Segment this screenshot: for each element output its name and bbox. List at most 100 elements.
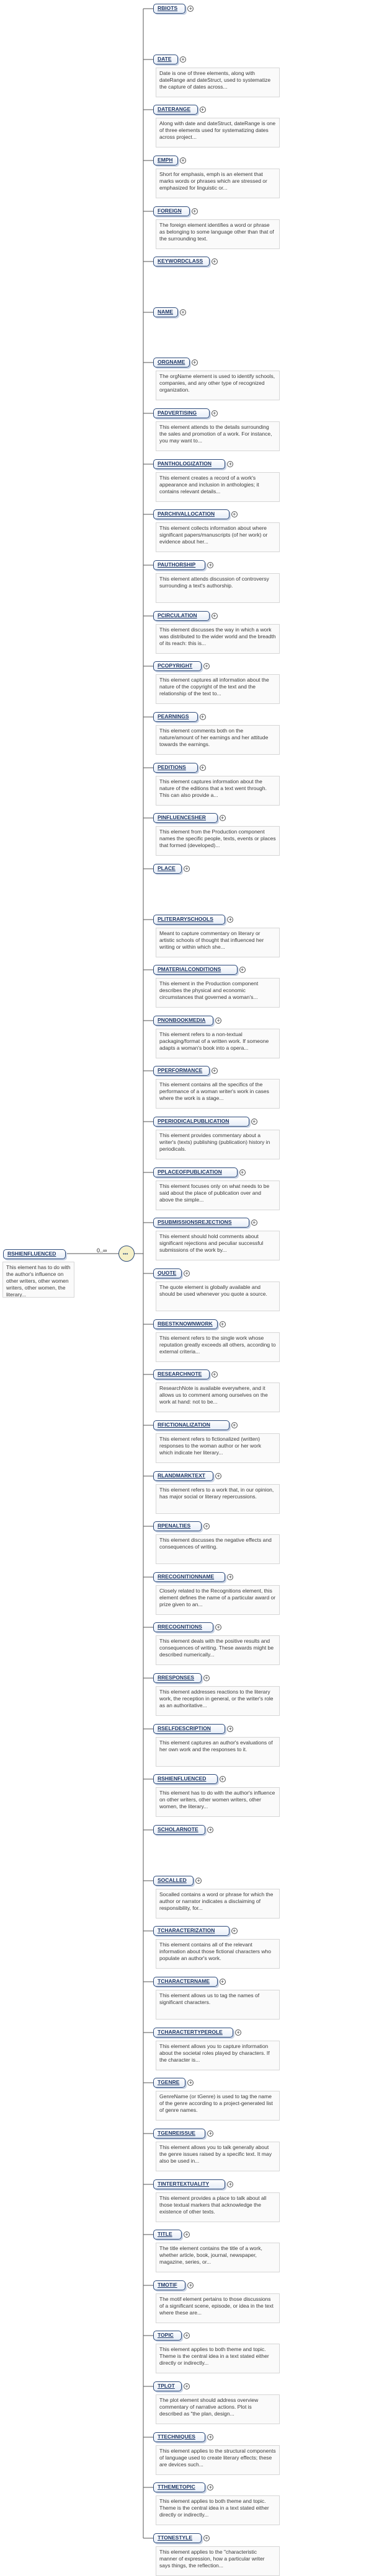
element-node-scholarnote[interactable]: SCHOLARNOTE xyxy=(153,1825,206,1835)
expand-icon[interactable]: + xyxy=(207,562,214,568)
expand-icon[interactable]: + xyxy=(215,1473,222,1479)
element-node-pearnings[interactable]: PEARNINGS xyxy=(153,712,198,722)
expand-icon[interactable]: + xyxy=(227,1726,234,1732)
expand-icon[interactable]: + xyxy=(227,2181,234,2187)
element-node-topic[interactable]: TOPIC xyxy=(153,2331,182,2341)
element-node-pcirculation[interactable]: PCIRCULATION xyxy=(153,611,210,621)
expand-icon[interactable]: + xyxy=(184,2231,190,2238)
expand-icon[interactable]: + xyxy=(215,1018,222,1024)
element-node-rshienfluenced[interactable]: RSHIENFLUENCED xyxy=(153,1774,218,1784)
element-node-rselfdescription[interactable]: RSELFDESCRIPTION xyxy=(153,1724,226,1734)
element-node-pmaterialconditions[interactable]: PMATERIALCONDITIONS xyxy=(153,965,238,975)
element-node-rrecognitions[interactable]: RRECOGNITIONS xyxy=(153,1622,214,1632)
expand-icon[interactable]: + xyxy=(184,1270,190,1277)
expand-icon[interactable]: + xyxy=(219,1776,226,1782)
expand-icon[interactable]: + xyxy=(199,765,206,771)
expand-icon[interactable]: + xyxy=(199,107,206,113)
element-node-quote[interactable]: QUOTE xyxy=(153,1268,182,1278)
expand-icon[interactable]: + xyxy=(227,1574,234,1580)
expand-icon[interactable]: + xyxy=(239,1169,246,1176)
element-node-pplaceofpublication[interactable]: PPLACEOFPUBLICATION xyxy=(153,1167,238,1177)
expand-icon[interactable]: + xyxy=(195,1878,202,1884)
expand-icon[interactable]: + xyxy=(211,613,218,619)
element-node-tcharacterization[interactable]: TCHARACTERIZATION xyxy=(153,1926,229,1936)
element-node-tmotif[interactable]: TMOTIF xyxy=(153,2280,186,2290)
element-node-tintertextuality[interactable]: TINTERTEXTUALITY xyxy=(153,2179,226,2189)
element-node-ttechniques[interactable]: TTECHNIQUES xyxy=(153,2432,206,2442)
element-node-pauthorship[interactable]: PAUTHORSHIP xyxy=(153,560,206,570)
element-node-peditions[interactable]: PEDITIONS xyxy=(153,763,198,773)
element-node-ttonestyle[interactable]: TTONESTYLE xyxy=(153,2533,202,2543)
expand-icon[interactable]: + xyxy=(239,967,246,973)
element-node-rrecognitionname[interactable]: RRECOGNITIONNAME xyxy=(153,1572,226,1582)
element-node-pnonbookmedia[interactable]: PNONBOOKMEDIA xyxy=(153,1016,214,1026)
expand-icon[interactable]: + xyxy=(211,1068,218,1074)
element-node-daterange[interactable]: DATERANGE xyxy=(153,105,198,115)
expand-icon[interactable]: + xyxy=(227,461,234,467)
expand-icon[interactable]: + xyxy=(215,1624,222,1630)
expand-icon[interactable]: + xyxy=(219,815,226,821)
expand-icon[interactable]: + xyxy=(231,1422,238,1428)
expand-icon[interactable]: + xyxy=(211,410,218,416)
expand-icon[interactable]: + xyxy=(191,208,198,214)
element-node-pliteraryschools[interactable]: PLITERARYSCHOOLS xyxy=(153,915,226,925)
element-node-keywordclass[interactable]: KEYWORDCLASS xyxy=(153,257,210,266)
expand-icon[interactable]: + xyxy=(203,663,210,669)
root-element-node[interactable]: RSHIENFLUENCED xyxy=(3,1249,66,1259)
expand-icon[interactable]: + xyxy=(231,1928,238,1934)
expand-icon[interactable]: + xyxy=(251,1119,257,1125)
element-node-psubmissionsrejections[interactable]: PSUBMISSIONSREJECTIONS xyxy=(153,1218,249,1228)
expand-icon[interactable]: + xyxy=(191,359,198,366)
expand-icon[interactable]: + xyxy=(231,511,238,517)
element-node-pcopyright[interactable]: PCOPYRIGHT xyxy=(153,661,202,671)
element-node-socalled[interactable]: SOCALLED xyxy=(153,1876,194,1886)
element-node-emph[interactable]: EMPH xyxy=(153,156,178,165)
element-node-researchnote[interactable]: RESEARCHNOTE xyxy=(153,1369,210,1379)
expand-icon[interactable]: + xyxy=(184,866,190,872)
element-node-place[interactable]: PLACE xyxy=(153,864,182,874)
element-node-tthemetopic[interactable]: TTHEMETOPIC xyxy=(153,2482,206,2492)
element-node-pinfluencesher[interactable]: PINFLUENCESHER xyxy=(153,813,218,823)
expand-icon[interactable]: + xyxy=(180,56,186,63)
element-node-orgname[interactable]: ORGNAME xyxy=(153,358,190,367)
expand-icon[interactable]: + xyxy=(184,2383,190,2389)
element-node-pperiodicalpublication[interactable]: PPERIODICALPUBLICATION xyxy=(153,1117,249,1127)
expand-icon[interactable]: + xyxy=(207,2434,214,2440)
element-node-parchivallocation[interactable]: PARCHIVALLOCATION xyxy=(153,509,229,519)
expand-icon[interactable]: + xyxy=(180,309,186,315)
choice-compositor-icon[interactable]: ••• xyxy=(118,1246,135,1262)
expand-icon[interactable]: + xyxy=(211,258,218,265)
expand-icon[interactable]: + xyxy=(187,2080,194,2086)
element-node-date[interactable]: DATE xyxy=(153,55,178,64)
element-node-rlandmarktext[interactable]: RLANDMARKTEXT xyxy=(153,1471,214,1481)
expand-icon[interactable]: + xyxy=(199,714,206,720)
expand-icon[interactable]: + xyxy=(180,157,186,164)
element-node-tcharactertyperole[interactable]: TCHARACTERTYPEROLE xyxy=(153,2028,234,2038)
expand-icon[interactable]: + xyxy=(187,2282,194,2288)
expand-icon[interactable]: + xyxy=(235,2029,242,2036)
expand-icon[interactable]: + xyxy=(187,6,194,12)
expand-icon[interactable]: + xyxy=(251,1220,257,1226)
element-node-tplot[interactable]: TPLOT xyxy=(153,2381,182,2391)
expand-icon[interactable]: + xyxy=(184,2332,190,2339)
element-node-foreign[interactable]: FOREIGN xyxy=(153,206,190,216)
element-node-pperformance[interactable]: PPERFORMANCE xyxy=(153,1066,210,1076)
element-node-tgenre[interactable]: TGENRE xyxy=(153,2078,186,2088)
element-node-rfictionalization[interactable]: RFICTIONALIZATION xyxy=(153,1420,229,1430)
expand-icon[interactable]: + xyxy=(207,2484,214,2490)
expand-icon[interactable]: + xyxy=(203,1523,210,1529)
element-node-padvertising[interactable]: PADVERTISING xyxy=(153,408,210,418)
expand-icon[interactable]: + xyxy=(219,1321,226,1327)
expand-icon[interactable]: + xyxy=(227,917,234,923)
expand-icon[interactable]: + xyxy=(211,1371,218,1378)
expand-icon[interactable]: + xyxy=(207,2130,214,2137)
element-node-panthologization[interactable]: PANTHOLOGIZATION xyxy=(153,459,226,469)
expand-icon[interactable]: + xyxy=(203,2535,210,2541)
element-node-rbestknownwork[interactable]: RBESTKNOWNWORK xyxy=(153,1319,218,1329)
element-node-tgenreissue[interactable]: TGENREISSUE xyxy=(153,2129,206,2139)
element-node-rpenalties[interactable]: RPENALTIES xyxy=(153,1521,202,1531)
element-node-tcharactername[interactable]: TCHARACTERNAME xyxy=(153,1977,218,1987)
expand-icon[interactable]: + xyxy=(219,1979,226,1985)
element-node-rresponses[interactable]: RRESPONSES xyxy=(153,1673,202,1683)
expand-icon[interactable]: + xyxy=(203,1675,210,1681)
